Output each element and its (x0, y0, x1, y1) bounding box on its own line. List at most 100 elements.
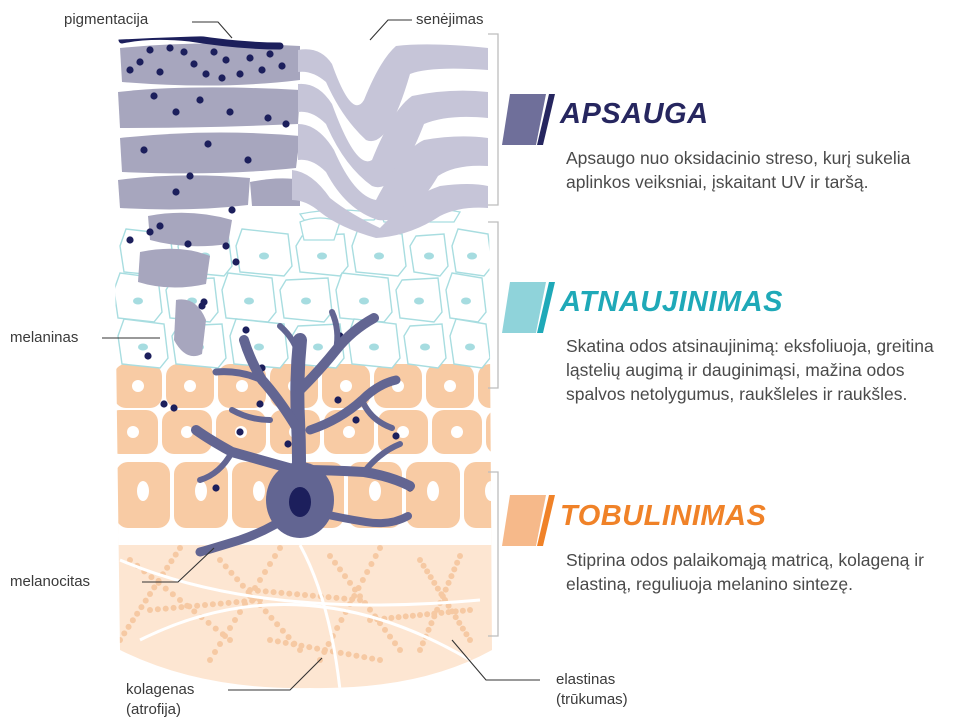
collagen-dot (342, 573, 348, 579)
collagen-dot (202, 602, 208, 608)
basal-nucleus (127, 426, 139, 438)
collagen-dot (397, 647, 403, 653)
collagen-dot (431, 611, 437, 617)
collagen-dot (322, 647, 328, 653)
collagen-dot (237, 609, 243, 615)
melanin-dot (218, 74, 225, 81)
collagen-dot (438, 610, 444, 616)
desc-tobulinimas: Stiprina odos palaikomąją matricą, kolag… (566, 548, 970, 596)
collagen-dot (117, 637, 123, 643)
basal-nucleus (253, 481, 265, 501)
collagen-dot (387, 634, 393, 640)
collagen-dot (168, 558, 174, 564)
melanin-dot (334, 396, 341, 403)
collagen-dot (417, 557, 423, 563)
collagen-dot (369, 656, 375, 662)
melanin-dot (146, 46, 153, 53)
collagen-dot (272, 553, 278, 559)
melanin-dot (210, 48, 217, 55)
collagen-dot (435, 586, 441, 592)
aging-corneum (292, 44, 488, 238)
melanin-dot (352, 416, 359, 423)
collagen-dot (333, 595, 339, 601)
basal-nucleus (343, 426, 355, 438)
collagen-dot (147, 591, 153, 597)
collagen-dot (247, 587, 253, 593)
collagen-dot (460, 626, 466, 632)
collagen-dot (364, 569, 370, 575)
collagen-dot (428, 620, 434, 626)
melanin-dot (170, 404, 177, 411)
collagen-dot (263, 588, 269, 594)
melanin-dot (202, 70, 209, 77)
melanin-dot (156, 68, 163, 75)
collagen-dot (164, 565, 170, 571)
collagen-dot (377, 545, 383, 551)
desc-atnaujinimas: Skatina odos atsinaujinimą: eksfoliuoja,… (566, 334, 966, 406)
collagen-dot (453, 608, 459, 614)
collagen-dot (217, 557, 223, 563)
melanin-dot (198, 302, 205, 309)
melanin-dot (172, 108, 179, 115)
collagen-dot (163, 586, 169, 592)
collagen-dot (424, 568, 430, 574)
leader-pigmentation (192, 22, 232, 38)
collagen-dot (426, 627, 432, 633)
basal-nucleus (132, 380, 144, 392)
collagen-dot (454, 560, 460, 566)
spinous-nucleus (244, 298, 254, 305)
collagen-dot (337, 566, 343, 572)
collagen-dot (234, 576, 240, 582)
collagen-dot (163, 606, 169, 612)
collagen-dot (227, 625, 233, 631)
collagen-dot (257, 577, 263, 583)
basal-nucleus (505, 426, 517, 438)
collagen-dot (218, 601, 224, 607)
collagen-dot (249, 598, 255, 604)
melanin-dot (180, 48, 187, 55)
collagen-dot (298, 643, 304, 649)
basal-nucleus (340, 380, 352, 392)
melanin-dot (190, 60, 197, 67)
leader-aging (370, 20, 412, 40)
collagen-dot (126, 624, 132, 630)
spinous-nucleus (374, 253, 384, 260)
marker-apsauga (502, 94, 555, 145)
spinous-nucleus (467, 253, 477, 260)
melanin-dot (284, 440, 291, 447)
label-collagen-line2: (atrofija) (126, 701, 181, 719)
melanin-dot (160, 400, 167, 407)
melanin-dot (256, 400, 263, 407)
basal-nucleus (369, 481, 381, 501)
collagen-dot (353, 653, 359, 659)
collagen-dot (463, 631, 469, 637)
melanin-dot (184, 240, 191, 247)
collagen-dot (210, 601, 216, 607)
collagen-dot (156, 578, 162, 584)
collagen-dot (291, 641, 297, 647)
collagen-dot (410, 613, 416, 619)
melanin-dot (196, 96, 203, 103)
melanin-dot (204, 140, 211, 147)
label-melanin: melaninas (10, 329, 78, 347)
skin-illustration (100, 36, 536, 710)
melanin-dot (392, 432, 399, 439)
spinous-nucleus (317, 253, 327, 260)
spinous-nucleus (465, 344, 475, 351)
label-melanocyte: melanocitas (10, 573, 90, 591)
collagen-dot (396, 614, 402, 620)
collagen-dot (241, 598, 247, 604)
collagen-dot (368, 561, 374, 567)
collagen-dot (226, 600, 232, 606)
basal-nucleus (485, 481, 497, 501)
melanin-dot (140, 146, 147, 153)
collagen-dot (267, 637, 273, 643)
collagen-dot (151, 584, 157, 590)
collagen-dot (255, 588, 261, 594)
label-pigmentation: pigmentacija (64, 11, 148, 29)
melanin-dot (266, 50, 273, 57)
collagen-dot (347, 580, 353, 586)
collagen-dot (326, 641, 332, 647)
label-elastin-line1: elastinas (556, 671, 615, 689)
basal-nucleus (236, 380, 248, 392)
